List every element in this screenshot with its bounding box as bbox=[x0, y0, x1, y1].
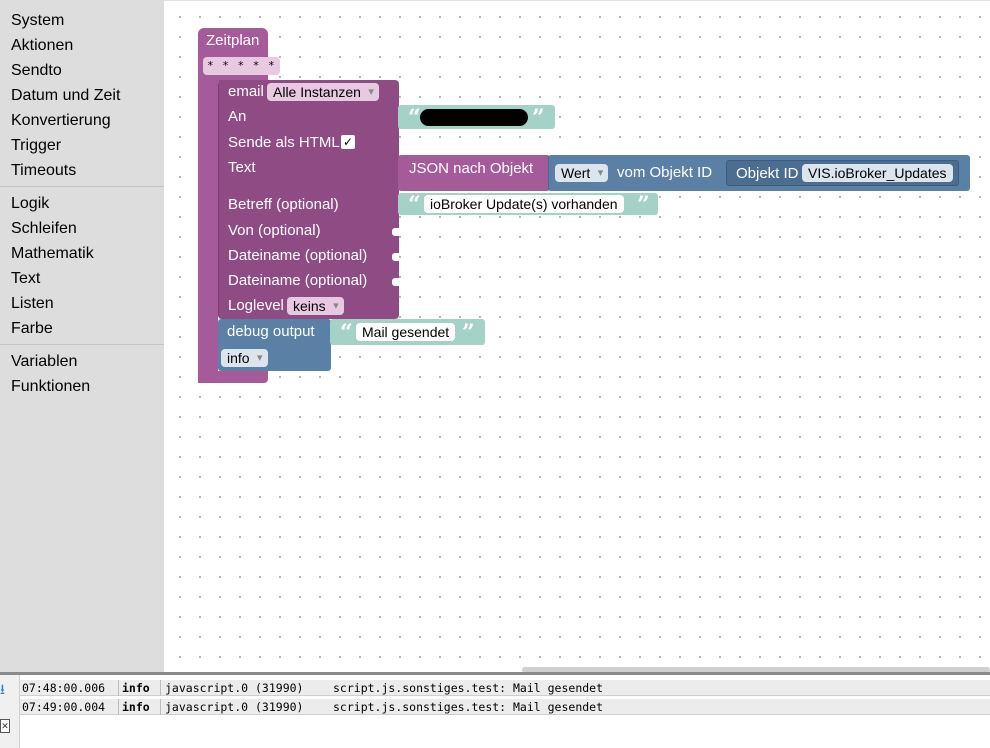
log-source: javascript.0 (31990) bbox=[165, 700, 304, 714]
log-row: 07:48:00.006 info javascript.0 (31990) s… bbox=[20, 680, 990, 696]
blockly-workspace[interactable]: Zeitplan * * * * * email Alle Instanzen … bbox=[164, 0, 990, 673]
log-column-divider bbox=[118, 680, 119, 696]
log-level: info bbox=[122, 700, 150, 714]
log-time: 07:49:00.004 bbox=[22, 700, 106, 714]
open-quote-icon: “ bbox=[340, 320, 353, 346]
debug-text-field[interactable]: Mail gesendet bbox=[356, 323, 456, 341]
open-quote-icon: “ bbox=[408, 105, 421, 131]
email-html-checkbox[interactable]: ✓ bbox=[341, 135, 355, 149]
json-to-object-label: JSON nach Objekt bbox=[409, 160, 534, 177]
debug-level-dropdown[interactable]: info bbox=[221, 349, 268, 367]
debug-output-block[interactable]: debug output info bbox=[218, 319, 331, 371]
empty-input-socket bbox=[392, 253, 399, 261]
toolbox-category-actions[interactable]: Aktionen bbox=[11, 37, 74, 54]
toolbox-category-functions[interactable]: Funktionen bbox=[11, 378, 91, 395]
toolbox-category-math[interactable]: Mathematik bbox=[11, 245, 94, 262]
cron-field[interactable]: * * * * * bbox=[203, 57, 280, 75]
toolbox-category-timeouts[interactable]: Timeouts bbox=[11, 162, 77, 179]
toolbox-category-logic[interactable]: Logik bbox=[11, 195, 50, 212]
log-source: javascript.0 (31990) bbox=[165, 681, 304, 695]
schedule-block-body bbox=[198, 81, 218, 383]
log-message: script.js.sonstiges.test: Mail gesendet bbox=[333, 681, 604, 695]
email-instance-dropdown[interactable]: Alle Instanzen bbox=[267, 83, 379, 101]
log-panel: ⭳ ✕ 07:48:00.006 info javascript.0 (3199… bbox=[0, 672, 990, 748]
object-id-label: Objekt ID bbox=[736, 165, 799, 182]
json-to-object-block[interactable]: JSON nach Objekt bbox=[398, 155, 550, 191]
log-column-divider bbox=[118, 699, 119, 715]
toolbox-category-trigger[interactable]: Trigger bbox=[11, 137, 62, 154]
toolbox-separator bbox=[0, 186, 164, 187]
empty-input-socket bbox=[392, 228, 399, 236]
toolbox-category-loops[interactable]: Schleifen bbox=[11, 220, 77, 237]
log-level: info bbox=[122, 681, 150, 695]
schedule-title: Zeitplan bbox=[206, 32, 260, 49]
toolbox-category-text[interactable]: Text bbox=[11, 270, 41, 287]
debug-output-label: debug output bbox=[227, 323, 315, 340]
log-row: 07:49:00.004 info javascript.0 (31990) s… bbox=[20, 699, 990, 715]
to-text-block[interactable]: “ ” bbox=[398, 105, 555, 129]
log-toolbar: ⭳ ✕ bbox=[0, 675, 20, 748]
toolbox-category-date-time[interactable]: Datum und Zeit bbox=[11, 87, 121, 104]
toolbox-separator bbox=[0, 344, 164, 345]
email-loglevel-dropdown[interactable]: keins bbox=[287, 297, 344, 315]
close-quote-icon: ” bbox=[462, 320, 475, 346]
email-block[interactable]: email Alle Instanzen An Sende als HTML ✓… bbox=[218, 80, 399, 319]
log-column-divider bbox=[160, 680, 161, 696]
toolbox-category-convert[interactable]: Konvertierung bbox=[11, 112, 111, 129]
open-quote-icon: “ bbox=[408, 192, 421, 218]
value-attribute-dropdown[interactable]: Wert bbox=[555, 164, 609, 182]
schedule-block-footer bbox=[198, 371, 268, 383]
email-file2-label: Dateiname (optional) bbox=[228, 272, 368, 289]
schedule-block[interactable]: Zeitplan * * * * * bbox=[198, 28, 280, 82]
block-toolbox: System Aktionen Sendto Datum und Zeit Ko… bbox=[0, 0, 164, 672]
redaction-mark bbox=[420, 109, 528, 126]
subject-text-field[interactable]: ioBroker Update(s) vorhanden bbox=[424, 195, 624, 213]
toolbox-category-lists[interactable]: Listen bbox=[11, 295, 54, 312]
email-from-label: Von (optional) bbox=[228, 222, 321, 239]
log-time: 07:48:00.006 bbox=[22, 681, 106, 695]
object-id-block[interactable]: Objekt ID VIS.ioBroker_Updates bbox=[726, 160, 959, 186]
clear-log-icon[interactable]: ✕ bbox=[0, 719, 10, 733]
debug-text-block[interactable]: “ Mail gesendet ” bbox=[330, 319, 485, 345]
log-column-divider bbox=[160, 699, 161, 715]
email-text-label: Text bbox=[228, 159, 256, 176]
log-message: script.js.sonstiges.test: Mail gesendet bbox=[333, 700, 604, 714]
horizontal-scrollbar[interactable] bbox=[522, 667, 990, 673]
toolbox-category-sendto[interactable]: Sendto bbox=[11, 62, 62, 79]
toolbox-category-variables[interactable]: Variablen bbox=[11, 353, 78, 370]
email-file1-label: Dateiname (optional) bbox=[228, 247, 368, 264]
email-loglevel-label: Loglevel bbox=[228, 297, 284, 314]
toolbox-category-system[interactable]: System bbox=[11, 12, 65, 29]
email-to-label: An bbox=[228, 108, 247, 125]
close-quote-icon: ” bbox=[532, 105, 545, 131]
scroll-down-icon[interactable]: ⭳ bbox=[0, 681, 5, 697]
email-html-label: Sende als HTML bbox=[228, 134, 340, 151]
empty-input-socket bbox=[392, 278, 399, 286]
close-quote-icon: ” bbox=[637, 192, 650, 218]
toolbox-category-color[interactable]: Farbe bbox=[11, 320, 53, 337]
email-subject-label: Betreff (optional) bbox=[228, 196, 339, 213]
email-label: email bbox=[228, 83, 264, 100]
object-id-field[interactable]: VIS.ioBroker_Updates bbox=[802, 164, 953, 182]
subject-text-block[interactable]: “ ioBroker Update(s) vorhanden ” bbox=[398, 192, 658, 218]
from-object-label: vom Objekt ID bbox=[617, 164, 713, 181]
